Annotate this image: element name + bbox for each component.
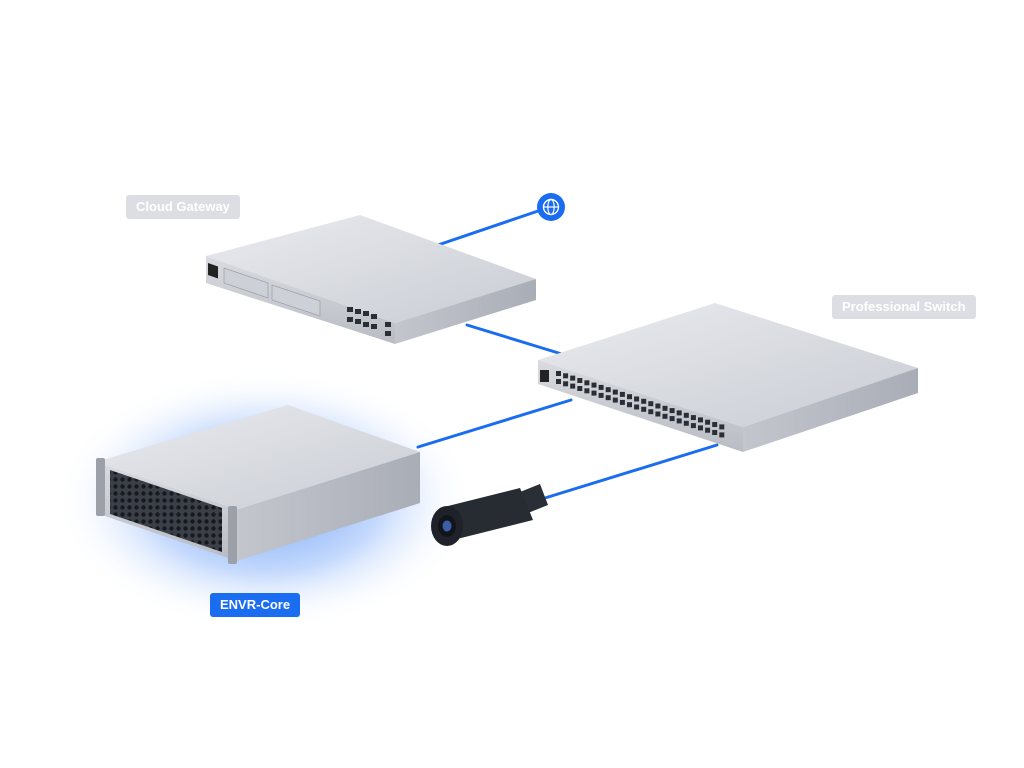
cloud-gateway-device bbox=[206, 215, 536, 344]
professional-switch-device bbox=[538, 303, 918, 452]
link-gateway-switch bbox=[465, 323, 567, 357]
cloud-gateway-label: Cloud Gateway bbox=[126, 195, 240, 219]
globe-icon bbox=[537, 193, 565, 221]
link-internet-gateway bbox=[436, 208, 543, 247]
professional-switch-label: Professional Switch bbox=[832, 295, 976, 319]
network-links bbox=[416, 208, 719, 500]
link-switch-envr bbox=[416, 398, 573, 449]
envr-core-device bbox=[96, 405, 420, 564]
bullet-camera-device bbox=[431, 484, 548, 546]
link-switch-camera bbox=[543, 443, 719, 500]
envr-core-label: ENVR-Core bbox=[210, 593, 301, 617]
